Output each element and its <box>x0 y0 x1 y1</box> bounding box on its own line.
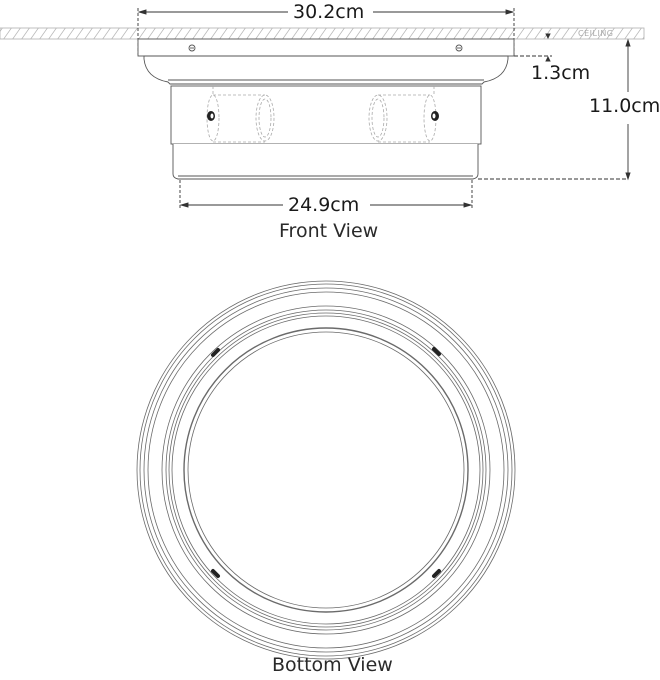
label-ceiling: CEILING <box>578 29 614 38</box>
dimension-bottom-diameter <box>179 180 473 208</box>
fixture-body <box>170 85 482 180</box>
label-overall-height: 11.0cm <box>589 95 660 117</box>
label-canopy-depth: 1.3cm <box>531 62 591 84</box>
dimension-canopy-width <box>137 8 515 55</box>
bottom-view-title: Bottom View <box>272 654 393 676</box>
bottom-view-rings <box>136 280 516 660</box>
canopy <box>137 38 515 85</box>
dimension-heights <box>478 33 631 181</box>
label-canopy-width: 30.2cm <box>293 1 365 23</box>
socket-screws <box>207 111 439 121</box>
bottom-view-clips <box>211 347 441 578</box>
front-view-title: Front View <box>279 220 379 242</box>
label-bottom-diameter: 24.9cm <box>288 194 360 216</box>
